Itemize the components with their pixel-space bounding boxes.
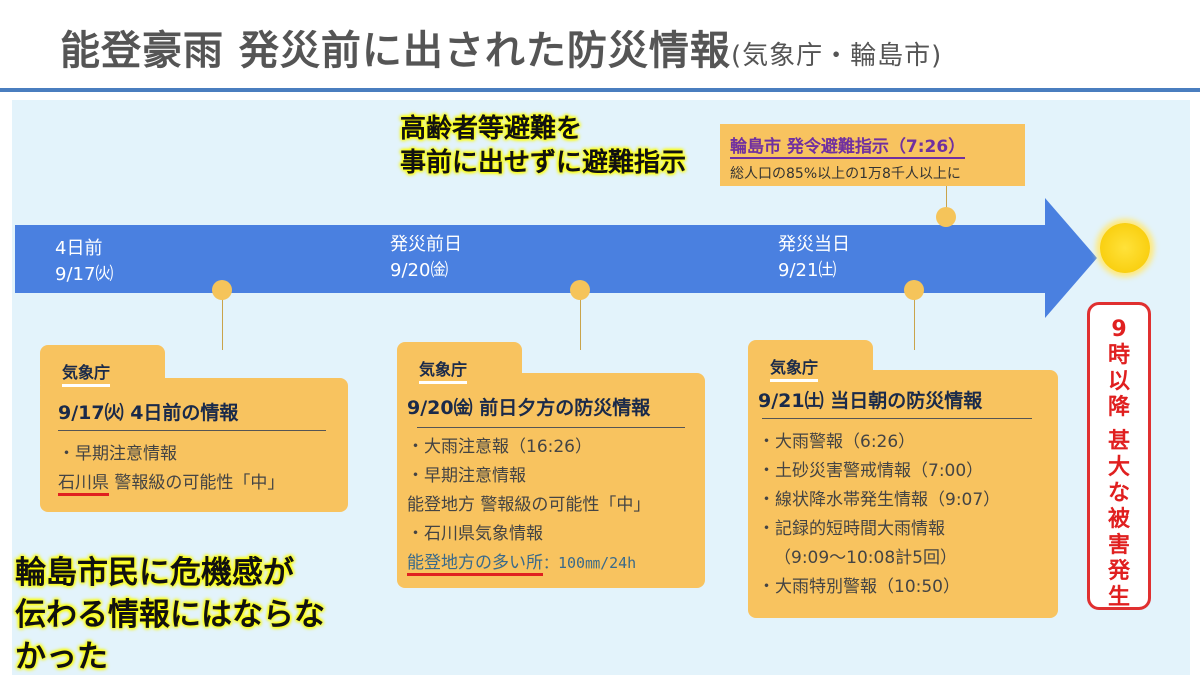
info-item: 能登地方 警報級の可能性「中」 [407, 495, 651, 515]
title-divider [0, 88, 1200, 92]
callout-bottom: 輪島市民に危機感が 伝わる情報にはならな かった [15, 552, 325, 678]
timeline-date: 9/20㈮ [390, 260, 449, 281]
connector [580, 290, 581, 350]
info-item: ：100㎜/24h [543, 554, 637, 572]
info-box-sep21: 9/21㈯ 当日朝の防災情報 ・大雨警報（6:26） ・土砂災害警戒情報（7:0… [748, 370, 1058, 618]
timeline-point-3: 発災当日 9/21㈯ [778, 232, 850, 284]
box-tab: 気象庁 [748, 340, 873, 382]
tab-label: 気象庁 [62, 359, 111, 387]
callout-line: かった [15, 639, 108, 675]
timeline-dot [212, 280, 232, 300]
alert-char: 害 [1107, 533, 1130, 558]
info-item-underlined: 能登地方の多い所 [407, 553, 543, 576]
timeline-label: 発災前日 [390, 234, 462, 255]
box-tab: 気象庁 [40, 345, 165, 387]
info-box-sep17: 9/17㈫ 4日前の情報 ・早期注意情報 石川県 警報級の可能性「中」 [40, 378, 348, 512]
alert-char: 発 [1107, 559, 1130, 584]
timeline-arrowhead [1045, 198, 1097, 318]
title-sub: (気象庁・輪島市) [730, 41, 943, 71]
alert-char: 大 [1107, 455, 1130, 480]
divider [58, 430, 326, 431]
info-item: ・線状降水帯発生情報（9:07） [758, 490, 1001, 510]
box-tab: 気象庁 [397, 342, 522, 384]
alert-char: な [1107, 481, 1130, 506]
sun-icon [1100, 223, 1150, 273]
info-item: ・早期注意情報 [58, 444, 177, 464]
alert-char: 被 [1107, 507, 1130, 532]
info-box-sep20: 9/20㈮ 前日夕方の防災情報 ・大雨注意報（16:26） ・早期注意情報 能登… [397, 373, 705, 588]
order-text: 総人口の85%以上の1万8千人以上に [730, 166, 961, 182]
callout-top: 高齢者等避難を事前に出せずに避難指示 [400, 112, 686, 180]
page-title: 能登豪雨 発災前に出された防災情報(気象庁・輪島市) [60, 18, 942, 76]
timeline-dot [936, 207, 956, 227]
connector [914, 290, 915, 350]
info-item: 警報級の可能性「中」 [109, 473, 285, 493]
alert-char: 9 [1111, 317, 1127, 342]
timeline-label: 発災当日 [778, 234, 850, 255]
damage-alert-box: 9 時 以 降 甚 大 な 被 害 発 生 [1087, 302, 1151, 610]
box-heading: 9/20㈮ 前日夕方の防災情報 [407, 397, 651, 419]
alert-char: 時 [1107, 343, 1130, 368]
timeline-dot [570, 280, 590, 300]
callout-line: 伝わる情報にはならな [15, 597, 325, 633]
box-heading: 9/21㈯ 当日朝の防災情報 [758, 390, 983, 412]
info-item: ・記録的短時間大雨情報 [758, 519, 945, 539]
timeline-point-2: 発災前日 9/20㈮ [390, 232, 462, 284]
callout-line: 事前に出せずに避難指示 [400, 148, 687, 178]
timeline-date: 9/21㈯ [778, 260, 837, 281]
timeline-dot [904, 280, 924, 300]
divider [762, 418, 1032, 419]
timeline-date: 9/17㈫ [55, 264, 114, 285]
info-item: ・土砂災害警戒情報（7:00） [758, 461, 984, 481]
info-item: ・大雨特別警報（10:50） [758, 577, 960, 597]
evacuation-order-box: 輪島市 発令避難指示（7:26） 総人口の85%以上の1万8千人以上に [720, 124, 1025, 186]
divider [417, 427, 685, 428]
alert-char: 降 [1107, 395, 1130, 420]
callout-line: 輪島市民に危機感が [15, 555, 294, 591]
info-item-underlined: 石川県 [58, 473, 109, 496]
info-item: ・石川県気象情報 [407, 524, 543, 544]
connector [946, 180, 947, 220]
info-item: （9:09～10:08計5回） [774, 548, 957, 568]
alert-char: 甚 [1107, 429, 1130, 454]
timeline-point-1: 4日前 9/17㈫ [55, 236, 113, 288]
order-title: 輪島市 発令避難指示（7:26） [730, 132, 966, 159]
box-heading: 9/17㈫ 4日前の情報 [58, 402, 239, 424]
alert-char: 以 [1107, 369, 1130, 394]
connector [222, 290, 223, 350]
info-item: ・早期注意情報 [407, 466, 526, 486]
timeline-label: 4日前 [55, 238, 103, 259]
timeline-arrow [15, 225, 1047, 293]
title-main: 能登豪雨 発災前に出された防災情報 [60, 28, 731, 74]
info-item: ・大雨注意報（16:26） [407, 437, 592, 457]
info-item: ・大雨警報（6:26） [758, 432, 916, 452]
callout-line: 高齢者等避難を [400, 114, 583, 144]
tab-label: 気象庁 [419, 356, 468, 384]
tab-label: 気象庁 [770, 354, 819, 382]
alert-char: 生 [1107, 585, 1130, 610]
